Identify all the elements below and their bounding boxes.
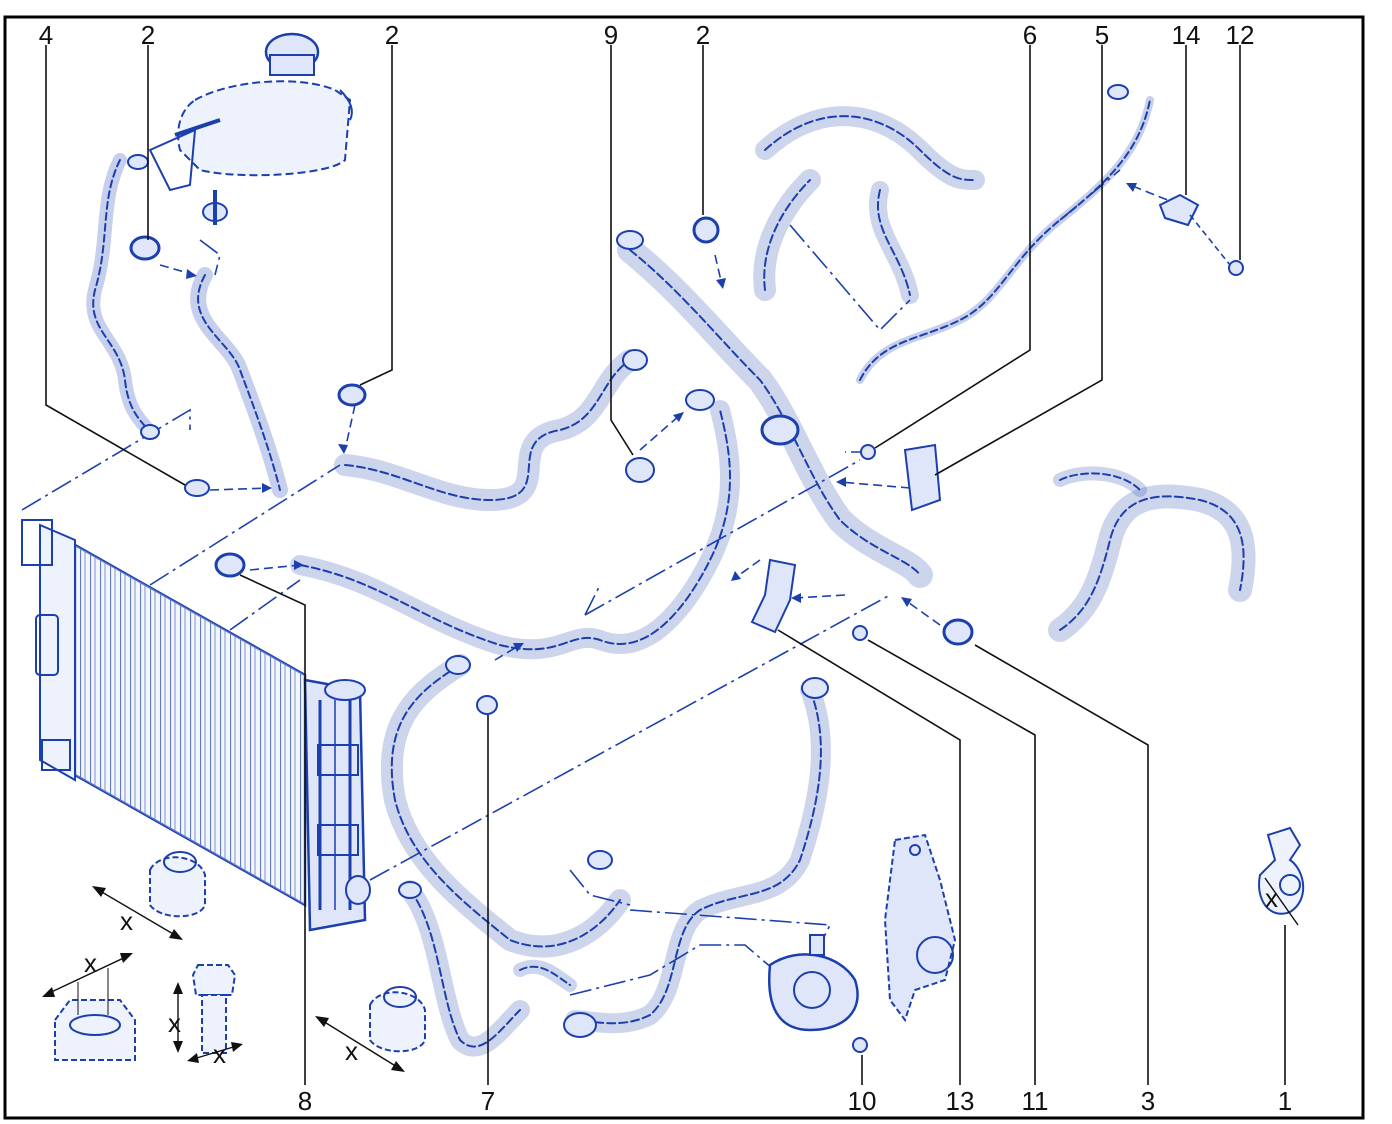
expansion-tank <box>148 32 353 225</box>
bleed-plug-4 <box>184 479 210 497</box>
hose-clamp-8 <box>214 552 246 578</box>
callout-7: 7 <box>481 1086 495 1116</box>
dimension-details: x x x x x x <box>42 826 1305 1072</box>
water-pump <box>767 934 859 1032</box>
clip-14 <box>1158 193 1200 227</box>
callout-1: 1 <box>1278 1086 1292 1116</box>
dimension-x-label: x <box>120 906 133 936</box>
bolt-11 <box>852 625 868 641</box>
dimension-x-label: x <box>345 1036 358 1066</box>
callout-5: 5 <box>1095 20 1109 50</box>
callout-9: 9 <box>604 20 618 50</box>
callout-8: 8 <box>298 1086 312 1116</box>
callout-12: 12 <box>1226 20 1255 50</box>
dimension-x-label: x <box>213 1039 226 1069</box>
clamps-and-fittings <box>127 84 1244 1053</box>
diagram-frame <box>3 15 1365 1120</box>
callout-14: 14 <box>1172 20 1201 50</box>
bolt-10 <box>852 1037 868 1053</box>
hose-clamp-2-middle <box>337 383 367 407</box>
callout-labels: 4 2 2 9 2 6 5 14 12 8 7 10 13 11 3 1 <box>39 20 1292 1116</box>
callout-11: 11 <box>1022 1086 1049 1116</box>
callout-3: 3 <box>1141 1086 1155 1116</box>
hose-clamp-3 <box>942 618 974 646</box>
callout-2: 2 <box>696 20 710 50</box>
callout-2: 2 <box>141 20 155 50</box>
callout-6: 6 <box>1023 20 1037 50</box>
radiator <box>21 519 371 932</box>
hose-clamp-2-left <box>129 235 161 261</box>
hoses <box>86 96 1256 1057</box>
dimension-x-label: x <box>1265 883 1278 913</box>
callout-10: 10 <box>848 1086 877 1116</box>
plug-7 <box>476 695 498 715</box>
callout-4: 4 <box>39 20 53 50</box>
bolt-12 <box>1228 260 1244 276</box>
thermostat-housing <box>883 833 957 1023</box>
bracket-5 <box>903 443 942 512</box>
bracket-13 <box>750 558 797 634</box>
callout-2: 2 <box>385 20 399 50</box>
callout-13: 13 <box>946 1086 975 1116</box>
bolt-6 <box>860 444 876 460</box>
dimension-x-label: x <box>84 948 97 978</box>
leader-lines <box>45 45 1286 1085</box>
dimension-x-label: x <box>168 1008 181 1038</box>
hose-clamp-2-top <box>692 216 720 244</box>
assembly-arrows <box>159 183 1181 661</box>
cap-9 <box>625 457 655 483</box>
